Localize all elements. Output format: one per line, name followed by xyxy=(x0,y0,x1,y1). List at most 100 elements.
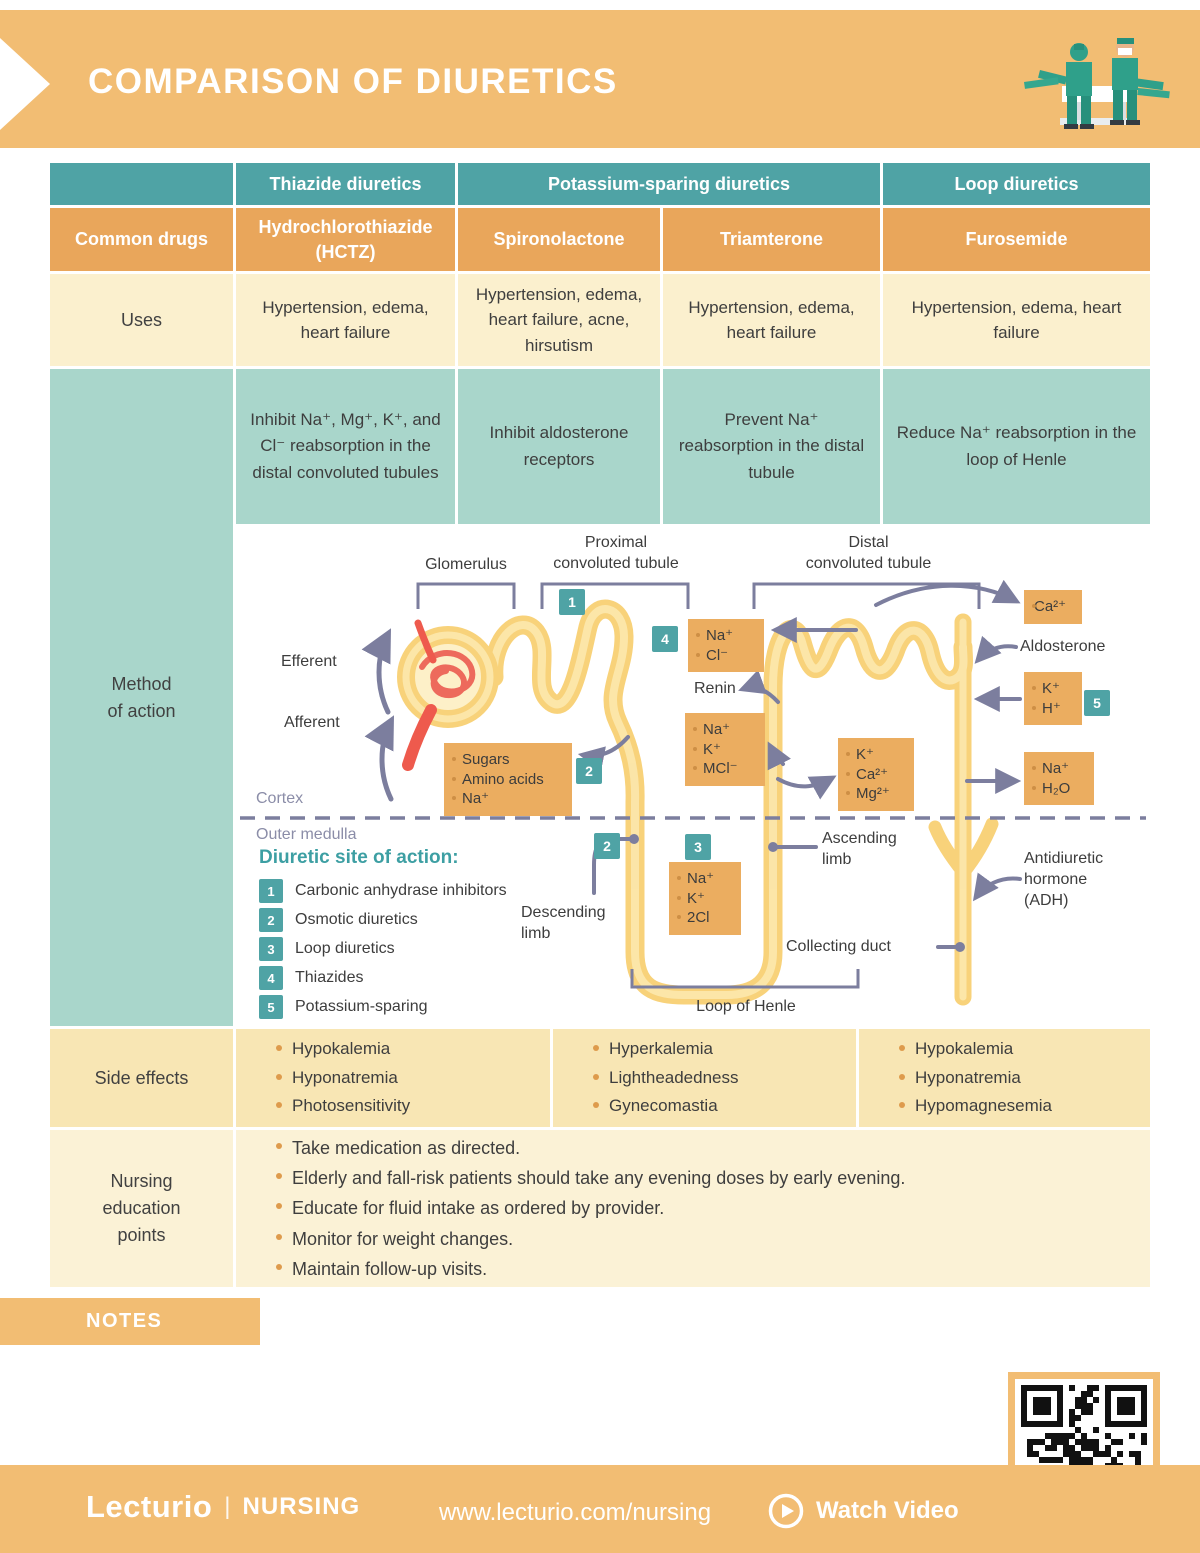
column-header-potassium-sparing: Potassium-sparing diuretics xyxy=(458,163,880,205)
nursing-point: Maintain follow-up visits. xyxy=(274,1256,905,1282)
box-line: 2Cl xyxy=(675,908,733,928)
box-line: Na⁺ xyxy=(1030,759,1086,779)
box-line: Na⁺ xyxy=(691,720,757,740)
legend-title: Diuretic site of action: xyxy=(259,847,459,868)
side-effect-item: Lightheadedness xyxy=(591,1066,739,1091)
brand-lockup: Lecturio | NURSING xyxy=(86,1489,360,1525)
play-icon xyxy=(768,1493,804,1529)
distal-tubule-label: Distal convoluted tubule xyxy=(805,534,932,572)
side-effects-thiazide: Hypokalemia Hyponatremia Photosensitivit… xyxy=(236,1029,550,1127)
watch-video-button[interactable]: Watch Video xyxy=(768,1493,959,1529)
box-line: K⁺ xyxy=(844,745,906,765)
column-header-loop: Loop diuretics xyxy=(883,163,1150,205)
legend-label-3: Loop diuretics xyxy=(295,940,395,957)
row-label-nursing-education: Nursing education points xyxy=(50,1130,233,1287)
box-line: Amino acids xyxy=(450,770,564,790)
legend-item-4: 4 Thiazides xyxy=(259,966,363,990)
side-effect-item: Hypokalemia xyxy=(897,1037,1052,1062)
box-line: Sugars xyxy=(450,750,564,770)
adh-label: Antidiuretic hormone (ADH) xyxy=(1024,850,1104,909)
row-label-common-drugs: Common drugs xyxy=(50,208,233,271)
legend-chip-5: 5 xyxy=(259,995,283,1019)
legend-item-2: 2 Osmotic diuretics xyxy=(259,908,418,932)
nephron-tubule-drawing xyxy=(240,579,1146,1006)
legend-chip-3: 3 xyxy=(259,937,283,961)
nursing-point: Elderly and fall-risk patients should ta… xyxy=(274,1165,905,1191)
side-effect-item: Gynecomastia xyxy=(591,1094,739,1119)
legend-label-5: Potassium-sparing xyxy=(295,998,428,1015)
uses-spironolactone: Hypertension, edema, heart failure, acne… xyxy=(458,274,660,366)
side-effect-item: Hypokalemia xyxy=(274,1037,410,1062)
nurses-illustration-icon xyxy=(1024,38,1170,129)
box-na-k-2cl: Na⁺ K⁺ 2Cl xyxy=(669,862,741,935)
side-effect-item: Hypomagnesemia xyxy=(897,1094,1052,1119)
method-thiazide: Inhibit Na⁺, Mg⁺, K⁺, and Cl⁻ reabsorpti… xyxy=(236,369,455,524)
lecturio-logo: Lecturio xyxy=(86,1489,213,1524)
drug-spironolactone: Spironolactone xyxy=(458,208,660,271)
site-chip-3: 3 xyxy=(685,834,711,860)
box-line: K⁺ xyxy=(1030,679,1074,699)
notes-bar: NOTES xyxy=(0,1298,260,1345)
box-sugars: Sugars Amino acids Na⁺ xyxy=(444,743,572,816)
afferent-label: Afferent xyxy=(284,714,340,731)
legend-item-5: 5 Potassium-sparing xyxy=(259,995,428,1019)
row-label-side-effects: Side effects xyxy=(50,1029,233,1127)
website-url[interactable]: www.lecturio.com/nursing xyxy=(438,1499,712,1526)
side-effect-item: Photosensitivity xyxy=(274,1094,410,1119)
aldosterone-label: Aldosterone xyxy=(1020,638,1106,655)
nephron-diagram: Glomerulus Proximal convoluted tubule Di… xyxy=(236,527,1150,1026)
legend-chip-2: 2 xyxy=(259,908,283,932)
box-line: K⁺ xyxy=(675,889,733,909)
watch-video-label: Watch Video xyxy=(816,1497,959,1524)
side-effects-loop: Hypokalemia Hyponatremia Hypomagnesemia xyxy=(859,1029,1150,1127)
box-line: H₂O xyxy=(1030,779,1086,799)
collecting-duct-label: Collecting duct xyxy=(786,938,891,955)
site-chip-1: 1 xyxy=(559,589,585,615)
box-line: Na⁺ xyxy=(675,869,733,889)
column-header-thiazide: Thiazide diuretics xyxy=(236,163,455,205)
outer-medulla-label: Outer medulla xyxy=(256,826,357,843)
footer-bar: Lecturio | NURSING www.lecturio.com/nurs… xyxy=(0,1465,1200,1553)
ascending-limb-label: Ascending limb xyxy=(822,830,897,868)
uses-thiazide: Hypertension, edema, heart failure xyxy=(236,274,455,366)
box-line: Na⁺ xyxy=(694,626,756,646)
legend-label-4: Thiazides xyxy=(295,969,364,986)
method-spironolactone: Inhibit aldosterone receptors xyxy=(458,369,660,524)
method-triamterone: Prevent Na⁺ reabsorption in the distal t… xyxy=(663,369,880,524)
nursing-education-list: Take medication as directed. Elderly and… xyxy=(236,1130,1150,1287)
efferent-label: Efferent xyxy=(281,653,337,670)
box-line: Na⁺ xyxy=(450,789,564,809)
box-na-h2o: Na⁺ H₂O xyxy=(1024,752,1094,805)
box-line: Ca²⁺ xyxy=(1030,597,1074,617)
legend-item-3: 3 Loop diuretics xyxy=(259,937,395,961)
drug-triamterone: Triamterone xyxy=(663,208,880,271)
legend-item-1: 1 Carbonic anhydrase inhibitors xyxy=(259,879,507,903)
drug-hctz: Hydrochlorothiazide (HCTZ) xyxy=(236,208,455,271)
site-chip-2-proximal: 2 xyxy=(576,758,602,784)
notes-label: NOTES xyxy=(86,1310,163,1332)
uses-furosemide: Hypertension, edema, heart failure xyxy=(883,274,1150,366)
loop-of-henle-label: Loop of Henle xyxy=(696,998,796,1015)
legend-chip-1: 1 xyxy=(259,879,283,903)
method-furosemide: Reduce Na⁺ reabsorption in the loop of H… xyxy=(883,369,1150,524)
page-title: COMPARISON OF DIURETICS xyxy=(88,62,618,101)
brand-division: NURSING xyxy=(242,1493,361,1520)
box-k-h: K⁺ H⁺ xyxy=(1024,672,1082,725)
side-effects-potassium-sparing: Hyperkalemia Lightheadedness Gynecomasti… xyxy=(553,1029,856,1127)
renin-label: Renin xyxy=(694,680,736,697)
box-line: H⁺ xyxy=(1030,699,1074,719)
proximal-tubule-label: Proximal convoluted tubule xyxy=(553,534,679,572)
box-na-k-mcl: Na⁺ K⁺ MCl⁻ xyxy=(685,713,765,786)
header-banner: COMPARISON OF DIURETICS xyxy=(0,10,1200,148)
box-na-cl: Na⁺ Cl⁻ xyxy=(688,619,764,672)
box-line: K⁺ xyxy=(691,740,757,760)
legend-chip-4: 4 xyxy=(259,966,283,990)
glomerulus-label: Glomerulus xyxy=(425,556,507,573)
box-k-ca-mg: K⁺ Ca²⁺ Mg²⁺ xyxy=(838,738,914,811)
legend-label-1: Carbonic anhydrase inhibitors xyxy=(295,882,507,899)
chevron-decoration xyxy=(0,38,50,130)
nursing-point: Monitor for weight changes. xyxy=(274,1226,905,1252)
side-effect-item: Hyponatremia xyxy=(897,1066,1052,1091)
side-effect-item: Hyponatremia xyxy=(274,1066,410,1091)
